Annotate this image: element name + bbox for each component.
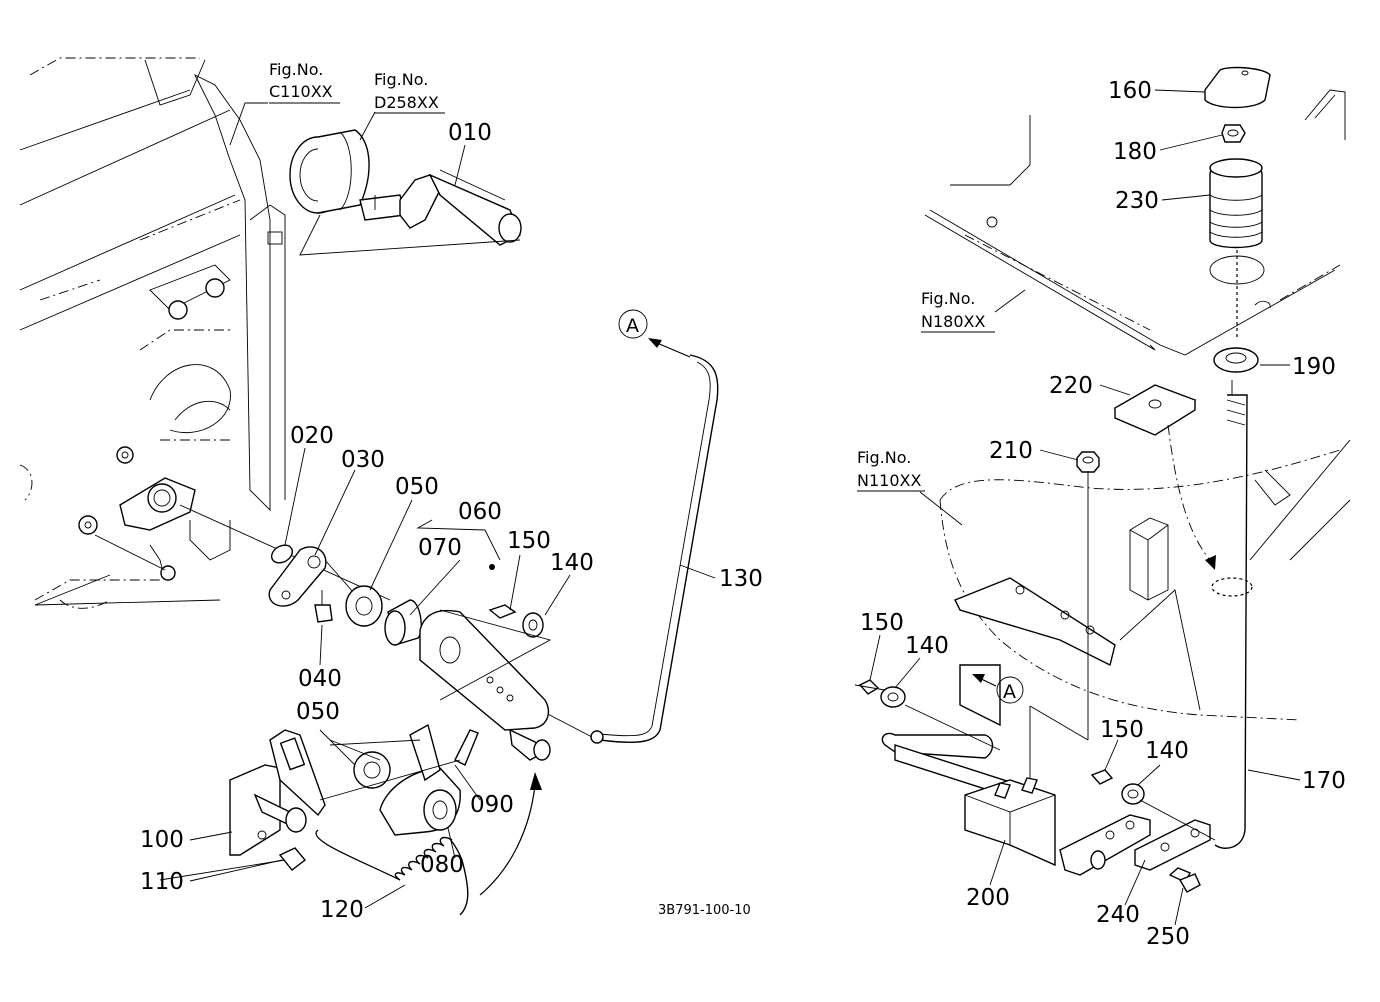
label-180: 180 [1113,139,1157,165]
left-part-labels: 010 020 030 050 060 070 150 140 130 040 … [140,120,763,923]
arm-assembly-060 [345,564,552,761]
left-leaders [189,102,716,909]
label-250: 250 [1146,924,1190,950]
floor-panel-n180 [924,89,1346,356]
fig-ref-d258-line1: Fig.No. [374,70,428,89]
label-150-right-b: 150 [1100,717,1144,743]
right-leaders [869,89,1301,926]
label-150-right-a: 150 [860,610,904,636]
right-part-labels: 160 180 230 190 220 210 150 140 150 140 … [860,78,1346,950]
label-110: 110 [140,869,184,895]
fig-ref-c110-line1: Fig.No. [269,60,323,79]
label-020: 020 [290,423,334,449]
fig-ref-n110-line1: Fig.No. [857,448,911,467]
cam-plate-assembly [34,446,391,606]
label-080: 080 [420,852,464,878]
shift-shaft-010 [289,129,522,256]
fig-ref-n180-line1: Fig.No. [921,289,975,308]
label-050-lower: 050 [296,699,340,725]
label-210: 210 [989,438,1033,464]
fig-ref-c110-line2: C110XX [269,82,333,101]
plate-220-nut-210 [1029,384,1216,780]
rod-130 [539,309,719,744]
label-100: 100 [140,827,184,853]
pedal-bracket-200 [854,664,1216,893]
drawing-code: 3B791-100-10 [658,903,751,918]
label-030: 030 [341,447,385,473]
label-160: 160 [1108,78,1152,104]
label-230: 230 [1115,188,1159,214]
label-200: 200 [966,885,1010,911]
label-140-right-b: 140 [1145,738,1189,764]
connector-a-right: A [1003,681,1016,703]
label-240: 240 [1096,902,1140,928]
figure-reference-labels: Fig.No. C110XX Fig.No. D258XX Fig.No. N1… [269,60,995,492]
label-140-left: 140 [550,550,594,576]
fig-ref-n110-line2: N110XX [857,471,921,490]
label-070: 070 [418,535,462,561]
frame-n110 [939,439,1351,721]
label-010: 010 [448,120,492,146]
connector-a-left: A [626,315,639,337]
label-130: 130 [719,566,763,592]
transmission-housing [19,57,286,609]
label-220: 220 [1049,373,1093,399]
label-190: 190 [1292,354,1336,380]
bracket-100-assembly [159,723,542,916]
label-120: 120 [320,897,364,923]
label-150-left: 150 [507,528,551,554]
label-040: 040 [298,666,342,692]
rod-170 [1214,380,1248,849]
fig-ref-d258-line2: D258XX [374,93,439,112]
label-050-upper: 050 [395,474,439,500]
knob-stack-160-230 [1204,66,1271,373]
label-170: 170 [1302,768,1346,794]
label-090: 090 [470,792,514,818]
label-140-right-a: 140 [905,633,949,659]
label-060: 060 [458,499,502,525]
fig-ref-n180-line2: N180XX [921,312,985,331]
